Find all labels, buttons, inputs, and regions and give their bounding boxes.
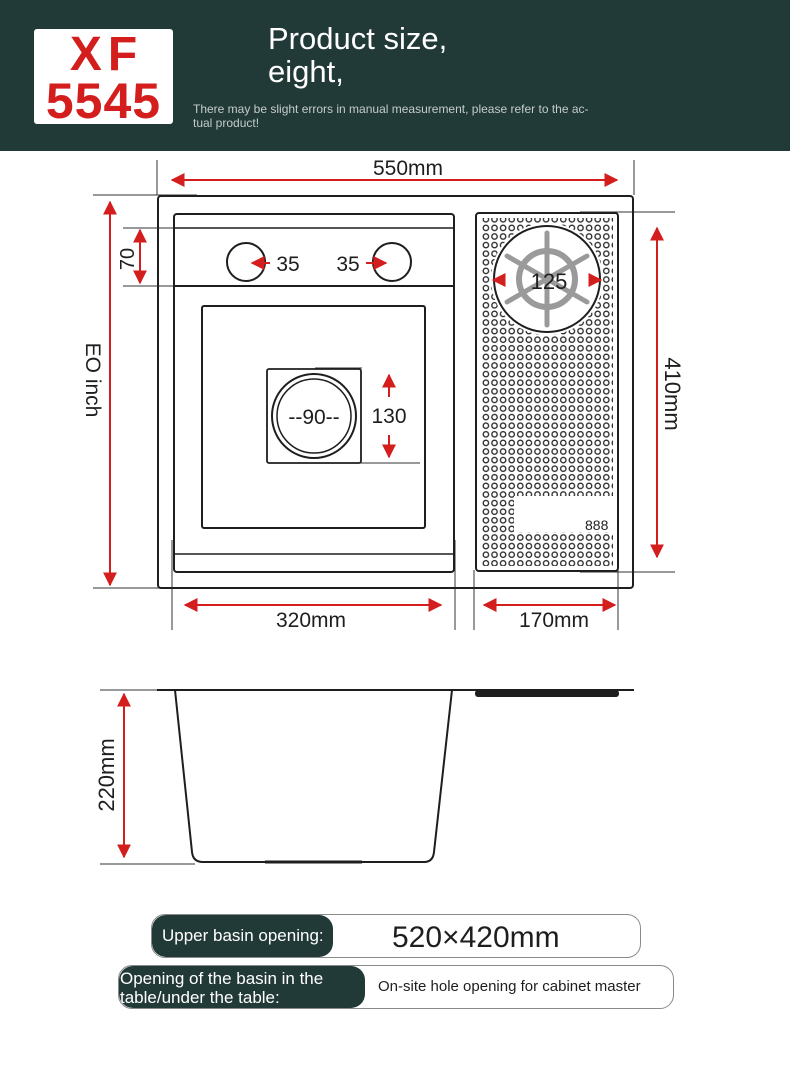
depth-left-label: EO inch	[81, 343, 104, 418]
total-width-label: 550mm	[373, 157, 443, 180]
header-banner: XF 5545 Product size, eight, There may b…	[0, 0, 790, 151]
drain-outer-ring	[271, 373, 357, 459]
drain-box	[266, 368, 362, 464]
logo-brand: XF	[69, 28, 144, 81]
burner-grate	[504, 230, 590, 328]
drain-inner-ring	[276, 378, 352, 454]
depth-right-label: 410mm	[660, 357, 685, 430]
measurement-note: There may be slight errors in manual mea…	[193, 102, 589, 130]
model-logo: XF 5545	[34, 28, 173, 129]
upper-opening-label: Upper basin opening:	[152, 915, 333, 957]
basin-frame	[173, 213, 455, 573]
upper-opening-spec: Upper basin opening: 520×420mm	[151, 914, 641, 958]
faucet-offset-label: 70	[117, 248, 139, 270]
drain-diameter-label: --90--	[288, 406, 339, 429]
hole-left-label: 35	[276, 253, 299, 276]
lower-opening-label: Opening of the basin in the table/under …	[119, 966, 365, 1008]
basin-bowl	[201, 305, 426, 529]
drainer-width-label: 170mm	[519, 609, 589, 632]
logo-model-number: 5545	[45, 73, 162, 129]
basin-width-label: 320mm	[276, 609, 346, 632]
lower-opening-spec: Opening of the basin in the table/under …	[118, 965, 674, 1009]
burner-diameter-label: 125	[531, 269, 568, 294]
lower-opening-value: On-site hole opening for cabinet master	[378, 978, 641, 995]
sink-outline	[157, 195, 634, 589]
height-label: 220mm	[94, 738, 119, 811]
control-panel	[514, 496, 614, 532]
drainer-frame	[475, 212, 619, 572]
dimension-arrows	[103, 173, 664, 859]
display-readout: 888	[585, 517, 609, 533]
basin-side-profile	[174, 689, 453, 863]
page-title: Product size, eight,	[268, 22, 447, 88]
upper-opening-value: 520×420mm	[392, 921, 560, 954]
drainer-side-profile	[475, 690, 619, 697]
title-line-2: eight,	[268, 54, 344, 89]
title-line-1: Product size,	[268, 21, 448, 56]
hole-right-label: 35	[336, 253, 359, 276]
drain-box-label: 130	[371, 405, 406, 428]
